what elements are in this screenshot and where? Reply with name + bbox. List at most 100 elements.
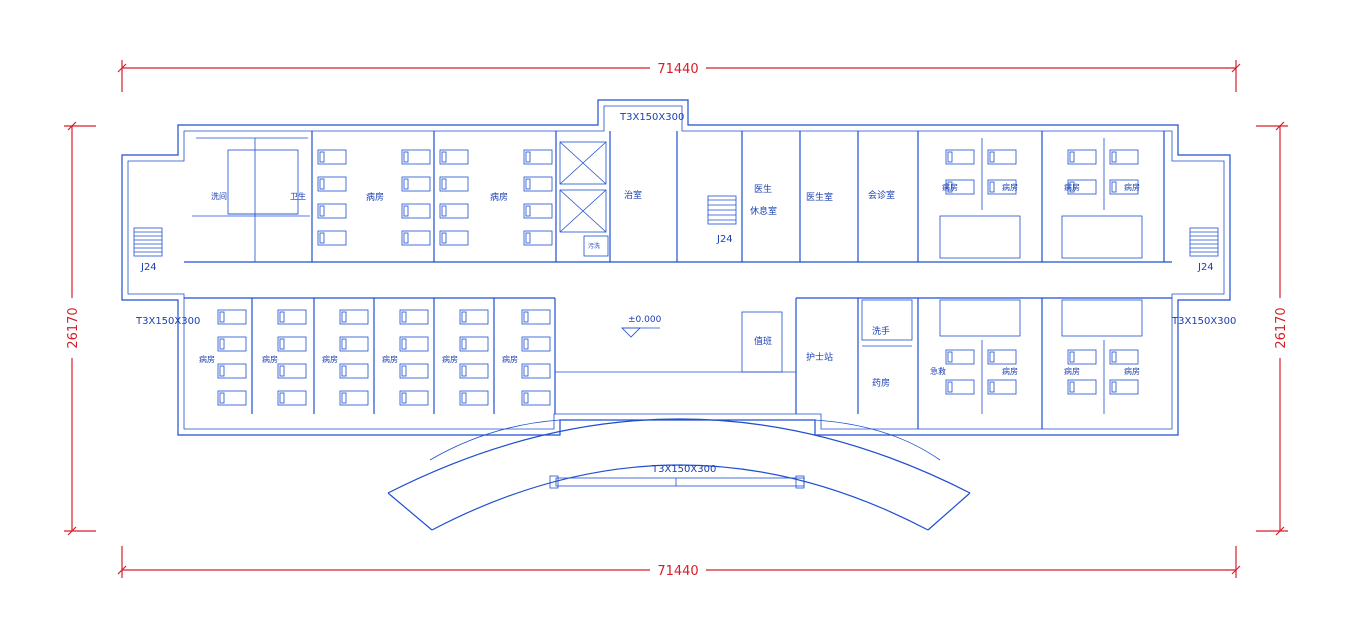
- pillow: [279, 311, 285, 323]
- room-meeting: 会诊室: [868, 189, 895, 201]
- stair-right: [1189, 227, 1219, 257]
- bed-furniture: [217, 149, 1139, 406]
- step-main-label: T3X150X300: [651, 464, 716, 475]
- bed: [945, 179, 975, 195]
- right-depth-dimension: 26170: [1274, 307, 1289, 348]
- room-ward-sw-3: 病房: [322, 354, 338, 364]
- bed: [401, 230, 431, 246]
- pillow: [403, 151, 409, 163]
- room-ward-se-2: 病房: [1064, 366, 1080, 376]
- room-ward-se-1: 病房: [1002, 366, 1018, 376]
- bed: [401, 203, 431, 219]
- pillow: [947, 181, 953, 193]
- pillow: [219, 392, 225, 404]
- top-width-dimension: 71440: [657, 62, 698, 77]
- pillow: [219, 365, 225, 377]
- bed: [459, 390, 489, 406]
- room-ward-sw-6: 病房: [502, 354, 518, 364]
- bed: [521, 309, 551, 325]
- bed: [945, 149, 975, 165]
- bed: [317, 203, 347, 219]
- bed: [277, 309, 307, 325]
- step-right-label: T3X150X300: [1171, 316, 1236, 327]
- pillow: [341, 365, 347, 377]
- pillow: [401, 338, 407, 350]
- room-ward-se-3: 病房: [1124, 366, 1140, 376]
- bottom-width-dimension: 71440: [657, 564, 698, 579]
- pillow: [441, 205, 447, 217]
- bed: [1067, 379, 1097, 395]
- pillow: [341, 392, 347, 404]
- bed: [317, 176, 347, 192]
- bed: [987, 149, 1017, 165]
- bed: [523, 176, 553, 192]
- bed: [523, 230, 553, 246]
- bed: [521, 390, 551, 406]
- pillow: [403, 178, 409, 190]
- pillow: [279, 338, 285, 350]
- pillow: [523, 338, 529, 350]
- step-top-label: T3X150X300: [619, 112, 684, 123]
- pillow: [525, 232, 531, 244]
- pillow: [219, 338, 225, 350]
- bed: [439, 176, 469, 192]
- pillow: [1111, 381, 1117, 393]
- pillow: [947, 351, 953, 363]
- room-ward-sw-4: 病房: [382, 354, 398, 364]
- room-pharmacy: 药房: [872, 377, 890, 389]
- bed: [987, 349, 1017, 365]
- room-doctor-office: 医生室: [806, 191, 833, 203]
- room-ward-sw-1: 病房: [199, 354, 215, 364]
- room-toilet: 卫生: [290, 191, 306, 201]
- pillow: [401, 392, 407, 404]
- pillow: [1069, 181, 1075, 193]
- bed: [439, 230, 469, 246]
- bed: [459, 363, 489, 379]
- bed: [1067, 349, 1097, 365]
- room-doctor-rest-line2: 休息室: [750, 205, 777, 217]
- bed: [317, 230, 347, 246]
- pillow: [461, 392, 467, 404]
- bed: [945, 349, 975, 365]
- left-depth-dimension: 26170: [66, 307, 81, 348]
- pillow: [403, 232, 409, 244]
- stair-left-label: J24: [140, 262, 157, 273]
- room-duty: 值班: [754, 335, 772, 347]
- bed: [339, 390, 369, 406]
- room-ward-ne-1: 病房: [942, 182, 958, 192]
- stair-center: [707, 195, 737, 225]
- bed: [399, 336, 429, 352]
- room-ward-sw-5: 病房: [442, 354, 458, 364]
- bed: [217, 363, 247, 379]
- bed: [439, 203, 469, 219]
- pillow: [1111, 181, 1117, 193]
- pillow: [461, 338, 467, 350]
- bed: [521, 363, 551, 379]
- bed: [317, 149, 347, 165]
- bed: [459, 336, 489, 352]
- bed: [1109, 179, 1139, 195]
- pillow: [279, 392, 285, 404]
- bed: [339, 336, 369, 352]
- pillow: [525, 205, 531, 217]
- room-small: 污洗: [588, 242, 600, 250]
- pillow: [319, 232, 325, 244]
- bed: [521, 336, 551, 352]
- room-nurse-station: 护士站: [806, 351, 833, 363]
- pillow: [219, 311, 225, 323]
- pillow: [989, 381, 995, 393]
- pillow: [403, 205, 409, 217]
- pillow: [341, 311, 347, 323]
- bed: [1067, 149, 1097, 165]
- pillow: [523, 365, 529, 377]
- bed: [217, 336, 247, 352]
- bed: [1109, 379, 1139, 395]
- stair-left: [133, 227, 163, 257]
- pillow: [461, 311, 467, 323]
- pillow: [319, 151, 325, 163]
- pillow: [401, 365, 407, 377]
- bed: [277, 390, 307, 406]
- pillow: [279, 365, 285, 377]
- bed: [399, 363, 429, 379]
